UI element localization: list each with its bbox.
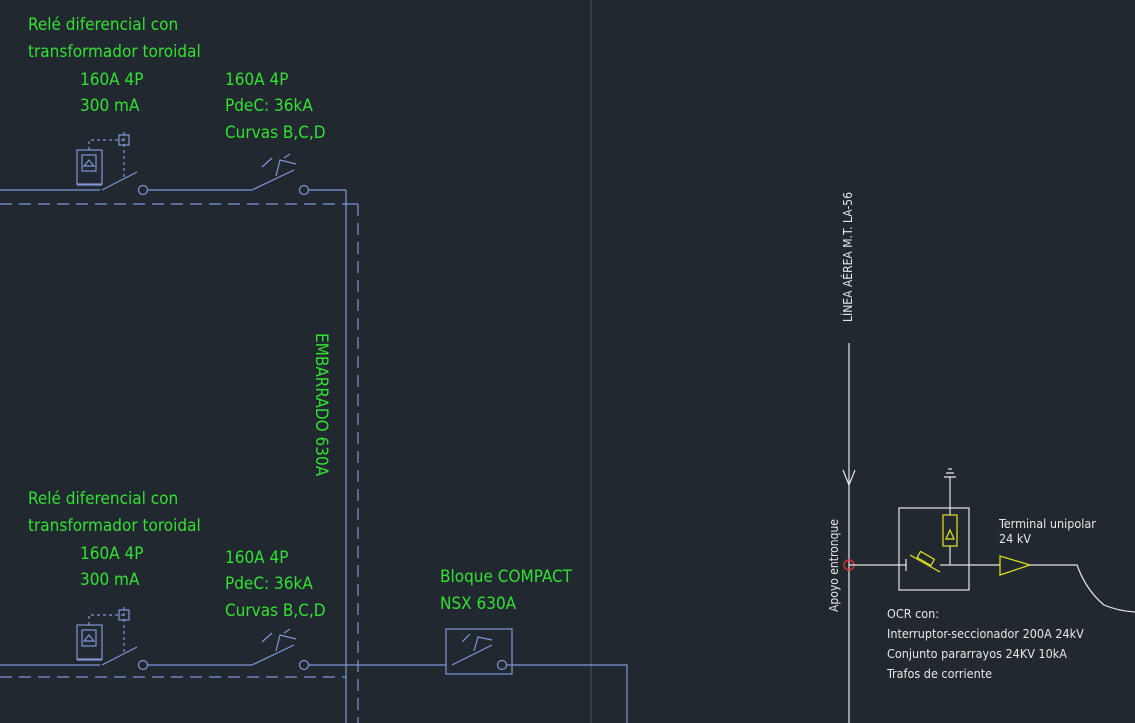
bottom-feeder: Relé diferencial con transformador toroi… [0, 489, 446, 678]
relay-bottom-sensor [118, 609, 130, 621]
breaker-bottom-switch-blade [251, 644, 295, 666]
breaker-top-contact [298, 184, 310, 196]
breaker-bottom-pdc: PdeC: 36kA [225, 574, 313, 594]
compact-block: Bloque COMPACT NSX 630A [440, 567, 628, 723]
terminal-line1: Terminal unipolar [998, 516, 1096, 531]
compact-block-switch-blade [451, 644, 493, 666]
relay-bottom-coil [81, 629, 97, 647]
ocr-title: OCR con: [887, 606, 939, 621]
breaker-top-trip-mark [261, 153, 297, 177]
relay-top-rating: 160A 4P [80, 70, 143, 90]
relay-top-contact [137, 184, 149, 196]
earth-icon [944, 468, 956, 478]
busbar-label: EMBARRADO 630A [311, 333, 331, 477]
terminal-line2: 24 kV [999, 531, 1031, 546]
breaker-bottom-contact [298, 659, 310, 671]
ocr-item3: Trafos de corriente [886, 666, 992, 681]
relay-top-line2: transformador toroidal [28, 42, 201, 62]
breaker-bottom-curves: Curvas B,C,D [225, 601, 326, 621]
mv-line-arrow [842, 469, 856, 487]
relay-top-coil [81, 154, 97, 172]
compact-block-line2: NSX 630A [440, 594, 517, 614]
relay-bottom-switch-blade [101, 646, 138, 666]
relay-bottom-coil-symbol [82, 634, 96, 642]
mv-connection: LÍNEA AÉREA M.T. LA-56 Apoyo entronque T… [827, 192, 1135, 723]
relay-bottom-line2: transformador toroidal [28, 516, 201, 536]
ocr-item1: Interruptor-seccionador 200A 24kV [887, 626, 1084, 641]
ocr-item2: Conjunto pararrayos 24KV 10kA [887, 646, 1067, 661]
terminal-symbol [999, 555, 1032, 576]
relay-top-switch-blade [101, 171, 138, 191]
mv-line-label: LÍNEA AÉREA M.T. LA-56 [840, 192, 855, 322]
compact-block-contact [496, 659, 508, 671]
compact-block-trip-mark [461, 633, 493, 652]
breaker-top-rating: 160A 4P [225, 70, 288, 90]
relay-bottom-contact [137, 659, 149, 671]
ocr-disconnector-body [916, 550, 936, 567]
relay-top-sensitivity: 300 mA [80, 96, 140, 116]
relay-bottom-rating: 160A 4P [80, 544, 143, 564]
relay-bottom-line1: Relé diferencial con [28, 489, 178, 509]
relay-bottom-sensitivity: 300 mA [80, 570, 140, 590]
ocr-arrester-symbol [945, 528, 955, 540]
relay-top-coil-symbol [82, 159, 96, 167]
ocr-disconnector-blade [909, 554, 941, 573]
top-feeder: Relé diferencial con transformador toroi… [0, 15, 346, 205]
terminal-cable [1030, 564, 1135, 613]
busbar: EMBARRADO 630A [311, 190, 359, 723]
ocr-box [898, 507, 970, 591]
compact-block-output [507, 664, 628, 723]
relay-top-line1: Relé diferencial con [28, 15, 178, 35]
breaker-bottom-trip-mark [261, 628, 297, 652]
breaker-top-curves: Curvas B,C,D [225, 123, 326, 143]
compact-block-frame [445, 628, 513, 675]
pole-label: Apoyo entronque [827, 519, 841, 612]
breaker-top-pdc: PdeC: 36kA [225, 96, 313, 116]
breaker-top-switch-blade [251, 169, 295, 191]
relay-top-sensor [118, 134, 130, 146]
breaker-bottom-rating: 160A 4P [225, 548, 288, 568]
compact-block-line1: Bloque COMPACT [440, 567, 573, 587]
